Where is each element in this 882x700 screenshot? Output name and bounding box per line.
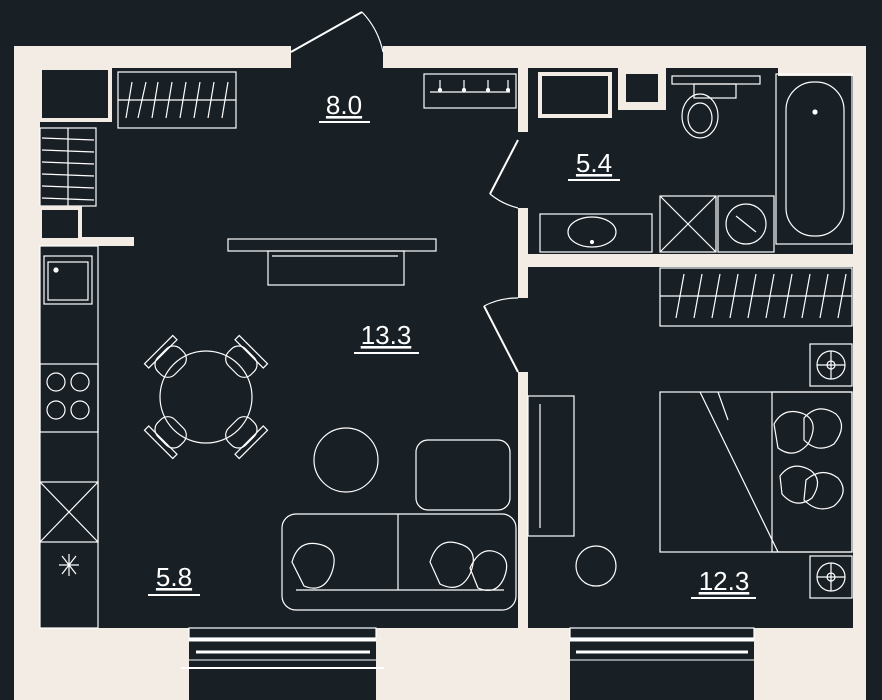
entrance-door-swing-icon — [290, 11, 384, 53]
bath-cabinet — [538, 72, 612, 118]
storage-box-top-left — [38, 66, 112, 122]
round-coffee-table — [313, 427, 379, 493]
wall-right — [853, 46, 866, 700]
wall-bottom-mid — [376, 628, 570, 700]
living-area-label: 13.3 — [361, 320, 412, 350]
shaft-void — [626, 74, 658, 102]
wall-left — [14, 46, 40, 700]
walls — [14, 46, 866, 700]
window-bedroom — [569, 627, 755, 661]
stove-icon — [39, 363, 99, 433]
wall-top-left — [14, 46, 291, 68]
dining-table-icon — [143, 334, 269, 460]
tv-console-icon — [227, 238, 437, 286]
washing-machine-icon — [659, 195, 775, 253]
niche-box — [38, 206, 82, 242]
chair-top-right — [225, 334, 269, 378]
coat-hooks — [430, 80, 511, 93]
chair-bottom-left — [143, 416, 187, 460]
hall-area-label: 8.0 — [326, 90, 362, 120]
sofa-icon — [281, 513, 517, 611]
wall-bottom-left — [14, 628, 189, 700]
wall-corner-stub — [778, 68, 853, 76]
bedroom-desk — [527, 395, 575, 537]
bathroom-door-swing-icon — [489, 139, 519, 209]
chair-bottom-right — [225, 416, 269, 460]
bathtub-icon — [775, 73, 853, 245]
bedroom-door-swing-icon — [483, 297, 519, 373]
oven-icon — [39, 481, 99, 543]
window-living — [181, 627, 384, 669]
fridge-icon — [59, 554, 79, 576]
sink-icon — [539, 213, 653, 253]
kitchen-sink-icon — [43, 255, 93, 305]
wall-partition-upper — [518, 46, 528, 132]
lamp-icon — [809, 343, 853, 387]
wall-kitchen-stub — [40, 237, 134, 246]
bedroom-area-label: 12.3 — [699, 566, 750, 596]
kitchen-counter — [39, 245, 99, 629]
bedroom-wardrobe-hangers — [660, 273, 852, 319]
wall-bath-bottom — [518, 254, 858, 267]
shelving-lines — [41, 128, 95, 206]
bathroom-area-label: 5.4 — [576, 148, 612, 178]
coat-rack — [423, 73, 517, 109]
kitchen-area-label: 5.8 — [156, 562, 192, 592]
wall-partition-lower — [518, 372, 528, 632]
bedroom-wardrobe — [659, 267, 853, 327]
wall-partition-mid — [518, 208, 528, 298]
wall-bottom-right — [754, 628, 866, 700]
lamp-icon-bottom — [809, 555, 853, 599]
wall-top-right — [383, 46, 866, 68]
chair-top-left — [143, 334, 187, 378]
wardrobe-icon — [118, 81, 236, 119]
toilet-icon — [671, 75, 761, 139]
stool — [575, 545, 617, 587]
bed-icon — [659, 391, 853, 553]
ottoman — [415, 439, 511, 511]
